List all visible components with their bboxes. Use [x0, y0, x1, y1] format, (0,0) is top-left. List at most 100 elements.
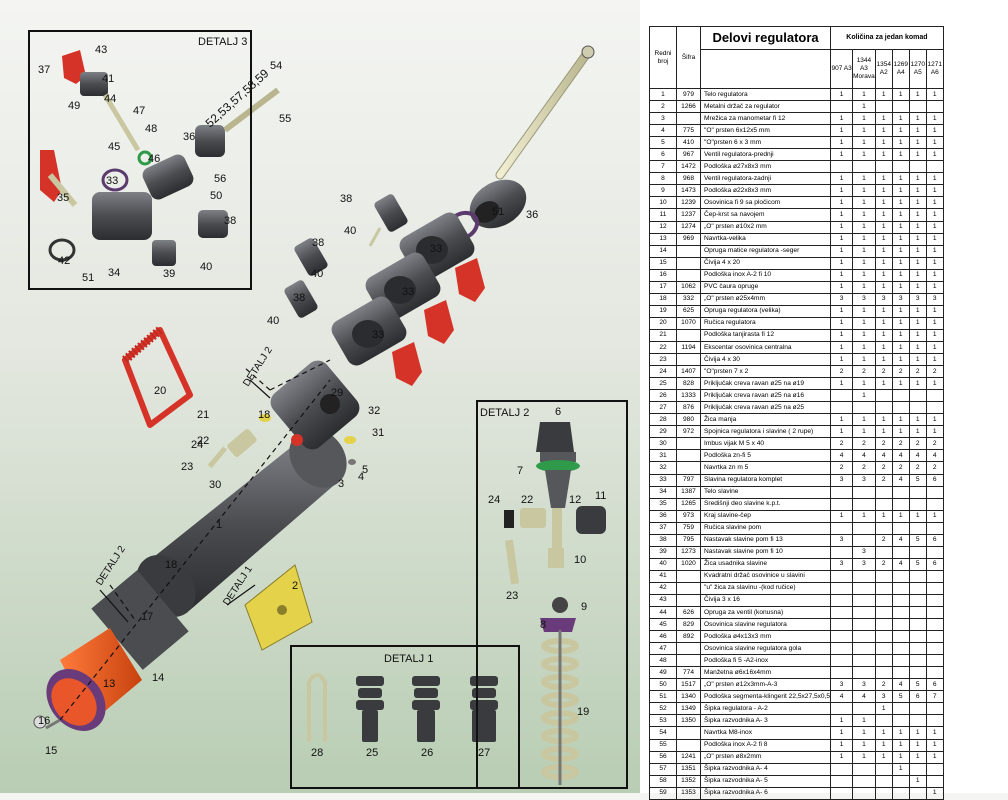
qty-cell — [908, 786, 927, 800]
qty-cell: 1 — [891, 268, 910, 282]
row-number: 49 — [649, 666, 677, 680]
qty-cell: 1 — [925, 268, 944, 282]
row-number: 14 — [649, 244, 677, 258]
qty-cell: 1 — [852, 316, 876, 330]
qty-cell: 1 — [874, 172, 893, 186]
qty-cell — [925, 485, 944, 499]
part-callout: 38 — [312, 237, 325, 249]
qty-cell: 4 — [891, 473, 910, 487]
qty-cell: 1 — [830, 328, 854, 342]
qty-cell: 1 — [830, 232, 854, 246]
qty-cell: 1 — [891, 738, 910, 752]
qty-cell: 1 — [925, 136, 944, 150]
qty-cell — [830, 521, 854, 535]
qty-cell: 1 — [830, 316, 854, 330]
detail3-part-callout: 36 — [183, 131, 196, 143]
part-name: Opruga matice regulatora -seger — [699, 244, 832, 258]
qty-cell: 4 — [852, 449, 876, 463]
detail2-box — [476, 400, 628, 789]
part-code: 1387 — [676, 485, 701, 499]
part-name: Osovinica fi 9 sa pločicom — [699, 196, 832, 210]
qty-cell — [830, 160, 854, 174]
part-name: Žica usadnika slavine — [699, 557, 832, 571]
table-row: 42"u" žica za slavinu -(kod ručice) — [649, 581, 944, 595]
model-header: 1269 A4 — [891, 49, 910, 89]
part-name: Metalni držač za regulator — [699, 100, 832, 114]
qty-cell: 3 — [830, 473, 854, 487]
qty-cell: 5 — [908, 473, 927, 487]
row-number: 56 — [649, 750, 677, 764]
qty-cell — [891, 485, 910, 499]
qty-cell: 3 — [852, 473, 876, 487]
row-number: 24 — [649, 365, 677, 379]
qty-cell: 2 — [908, 365, 927, 379]
qty-cell — [908, 569, 927, 583]
qty-cell: 1 — [925, 413, 944, 427]
part-callout: 16 — [38, 715, 51, 727]
part-name: Osovinica slavine regulatora — [699, 618, 832, 632]
qty-cell: 1 — [908, 774, 927, 788]
qty-cell: 1 — [852, 172, 876, 186]
qty-cell: 1 — [874, 220, 893, 234]
qty-cell: 1 — [891, 425, 910, 439]
part-name: „O" prsten ø8x2mm — [699, 750, 832, 764]
part-code — [676, 112, 701, 126]
model-header: 1354 A2 — [874, 49, 893, 89]
part-callout: 13 — [103, 678, 116, 690]
qty-cell: 1 — [830, 124, 854, 138]
row-number: 7 — [649, 160, 677, 174]
qty-cell: 1 — [891, 136, 910, 150]
qty-cell — [908, 401, 927, 415]
qty-cell: 5 — [908, 533, 927, 547]
part-code — [676, 654, 701, 668]
qty-cell — [891, 545, 910, 559]
qty-cell — [852, 160, 876, 174]
qty-cell: 1 — [908, 413, 927, 427]
qty-cell: 4 — [891, 678, 910, 692]
detail3-part-callout: 55 — [279, 113, 292, 125]
qty-cell: 2 — [874, 473, 893, 487]
qty-cell: 3 — [891, 292, 910, 306]
qty-cell: 1 — [891, 340, 910, 355]
part-code: 1062 — [676, 280, 701, 294]
qty-cell — [874, 654, 893, 668]
qty-cell: 1 — [925, 280, 944, 294]
part-name: Šipka razvodnika A- 3 — [699, 714, 832, 728]
qty-cell: 1 — [891, 244, 910, 258]
part-name: Žica manja — [699, 413, 832, 427]
qty-cell — [925, 654, 944, 668]
detail3-part-callout: 42 — [58, 255, 71, 267]
qty-cell: 2 — [852, 461, 876, 475]
part-code: 1273 — [676, 545, 701, 559]
part-code: 332 — [676, 292, 701, 306]
part-code — [676, 353, 701, 367]
qty-cell: 3 — [830, 678, 854, 692]
qty-cell: 1 — [874, 738, 893, 752]
detail1-part-callout: 26 — [421, 747, 434, 759]
detail3-part-callout: 46 — [148, 153, 161, 165]
detail3-part-callout: 43 — [95, 44, 108, 56]
detail3-part-callout: 37 — [38, 64, 51, 76]
qty-cell: 1 — [925, 124, 944, 138]
qty-cell — [830, 618, 854, 632]
part-callout: 23 — [181, 461, 194, 473]
qty-cell: 1 — [908, 87, 927, 102]
qty-cell — [925, 642, 944, 656]
part-callout: 51 — [492, 206, 505, 218]
part-code: 1237 — [676, 208, 701, 222]
exploded-diagram: DETALJ 2 DETALJ 2 DETALJ 1 52,53,57,58,5… — [33, 45, 606, 785]
